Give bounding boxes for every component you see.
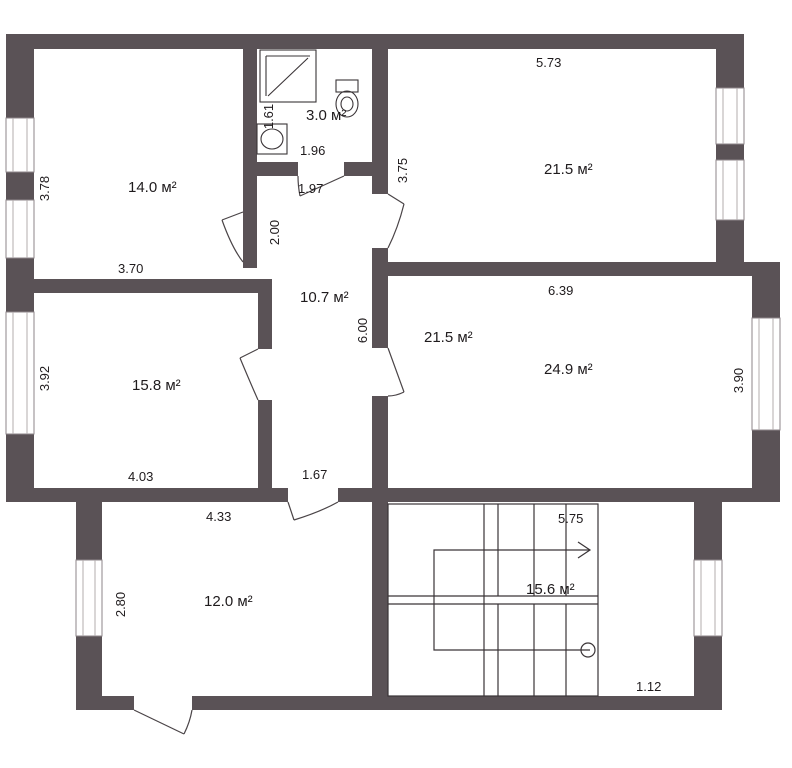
bathroom-fixtures [256, 49, 359, 155]
window-w [5, 311, 35, 435]
dim-bath-width: 1.96 [300, 143, 326, 158]
area-room-e: 24.9 м² [544, 361, 593, 378]
area-room-w: 15.8 м² [132, 377, 181, 394]
dim-nw-width: 3.70 [118, 261, 144, 276]
dim-e-height: 3.90 [731, 367, 747, 394]
dim-corridor-bottom: 1.67 [302, 467, 328, 482]
area-room-nw: 14.0 м² [128, 179, 177, 196]
dim-sw-width: 4.33 [206, 509, 232, 524]
wall-h-mid [6, 488, 288, 502]
wall-corr-right-low [372, 396, 388, 500]
arrow-right-icon [577, 541, 592, 559]
door-e [387, 347, 405, 397]
window-stair [693, 559, 723, 637]
dim-bath-height: 1.61 [261, 103, 277, 130]
area-bathroom: 3.0 м² [306, 107, 347, 124]
dim-ne-height: 3.75 [395, 157, 411, 184]
wall-corr-left-low [258, 400, 272, 500]
dim-stair-small: 1.12 [636, 679, 662, 694]
window-nw-2 [5, 199, 35, 259]
wall-h-mid-right [372, 262, 780, 276]
area-room-ne: 21.5 м² [544, 161, 593, 178]
stair-end-icon [580, 642, 596, 658]
wall-bottom-b [192, 696, 722, 710]
wall-h-mid-b [338, 488, 780, 502]
doors [133, 175, 405, 735]
window-nw-1 [5, 117, 35, 173]
door-bath [297, 175, 345, 197]
toilet-icon [335, 79, 359, 118]
door-ne [387, 193, 405, 249]
door-corridor [287, 501, 339, 521]
wall-bath-bottom [243, 162, 298, 176]
wall-h-nw-bottom [6, 279, 272, 293]
dim-corridor-length: 6.00 [355, 317, 371, 344]
stair-path [433, 549, 590, 651]
area-room-sw: 12.0 м² [204, 593, 253, 610]
door-w [239, 348, 259, 401]
door-entrance [133, 709, 193, 735]
area-corridor: 10.7 м² [300, 289, 349, 306]
shower-icon [259, 49, 317, 103]
dim-w-height: 3.92 [37, 365, 53, 392]
wall-bath-right [372, 34, 388, 194]
wall-right-upper [716, 34, 744, 262]
wall-corr-left [258, 279, 272, 349]
window-sw [75, 559, 103, 637]
dim-stair-width: 5.75 [558, 511, 584, 526]
staircase [387, 503, 599, 697]
windows [5, 87, 781, 637]
door-nw [221, 211, 244, 263]
window-ne-1 [715, 87, 745, 145]
dim-ne-width: 5.73 [536, 55, 562, 70]
area-room-e-secondary: 21.5 м² [424, 329, 473, 346]
dim-nw-height: 3.78 [37, 175, 53, 202]
sink-icon [256, 123, 288, 155]
wall-top-left [6, 34, 386, 49]
stair-outline [387, 503, 599, 697]
wall-stair-left [372, 488, 388, 710]
wall-corr-right [372, 248, 388, 348]
window-e [751, 317, 781, 431]
wall-top-right [372, 34, 744, 49]
dim-e-width: 6.39 [548, 283, 574, 298]
area-stair-hall: 15.6 м² [526, 581, 575, 598]
dim-sw-height: 2.80 [113, 591, 129, 618]
dim-corridor-upper: 2.00 [267, 219, 283, 246]
dim-corridor-top: 1.97 [298, 181, 324, 196]
wall-bath-left [243, 34, 257, 268]
window-ne-2 [715, 159, 745, 221]
wall-bottom-a [76, 696, 134, 710]
dim-w-width: 4.03 [128, 469, 154, 484]
